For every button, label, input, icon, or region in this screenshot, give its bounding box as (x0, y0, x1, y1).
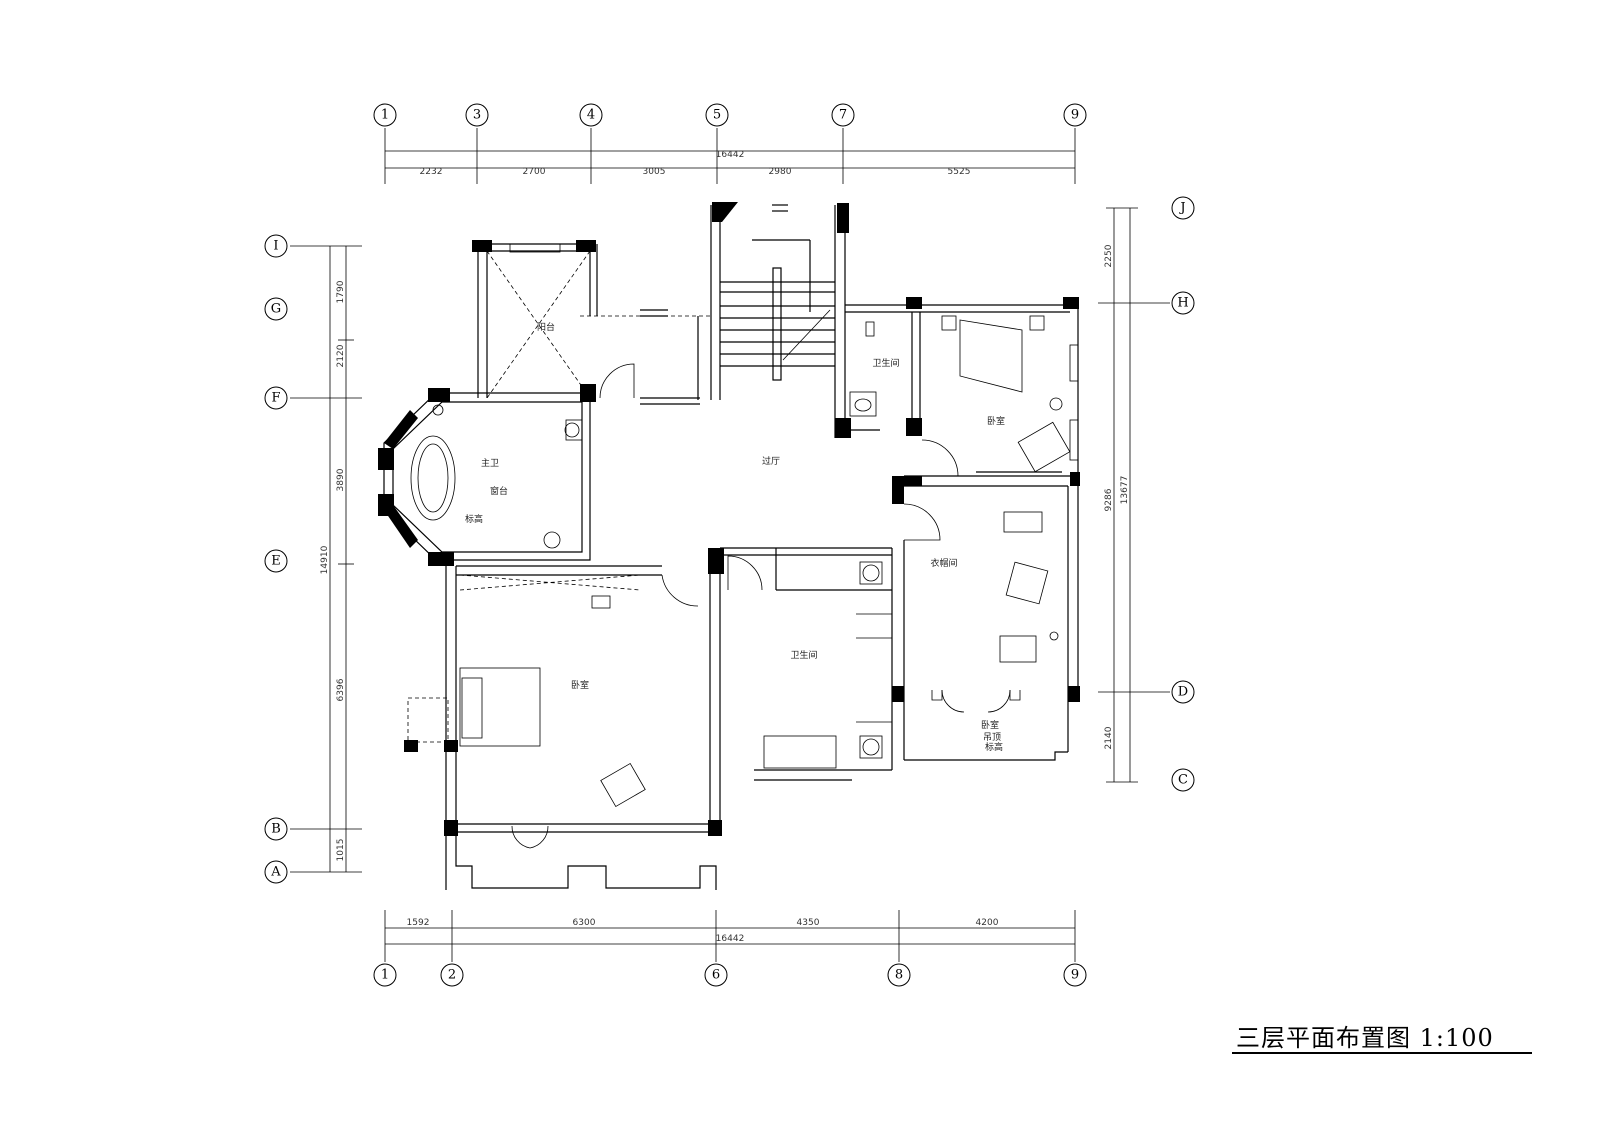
top-dim-1: 2232 (420, 167, 443, 177)
axis-bubble-top-5: 5 (705, 103, 729, 127)
left-total-dimension: 14910 (320, 545, 330, 574)
room-label-bathroom-small: 卫生间 (872, 357, 899, 369)
svg-text:2: 2 (448, 968, 456, 983)
svg-text:I: I (273, 239, 278, 254)
doors (511, 363, 1021, 849)
room-label-bedroom-sw: 卧室 (571, 679, 589, 691)
axis-bubble-right-H: H (1171, 291, 1195, 315)
bottom-total-dimension: 16442 (716, 934, 745, 944)
svg-text:D: D (1178, 685, 1188, 700)
axis-bubble-bottom-9: 9 (1063, 963, 1087, 987)
axis-bubbles-top: 1 3 4 5 7 9 (373, 103, 1087, 127)
axis-bubble-right-C: C (1171, 768, 1195, 792)
axis-bubble-top-7: 7 (831, 103, 855, 127)
right-dim-2: 9286 (1104, 488, 1114, 511)
bottom-dim-4: 4200 (976, 918, 999, 928)
axis-bubble-bottom-1: 1 (373, 963, 397, 987)
right-total-dimension: 13677 (1120, 476, 1130, 505)
svg-text:C: C (1178, 773, 1188, 788)
left-dim-2: 2120 (336, 344, 346, 367)
top-dimension-chain: 16442 2232 2700 3005 2980 5525 (384, 128, 1076, 184)
room-label-hall: 过厅 (762, 455, 780, 467)
top-dim-2: 2700 (523, 167, 546, 177)
axis-bubble-right-J: J (1171, 196, 1195, 220)
svg-text:1: 1 (381, 968, 389, 983)
svg-text:G: G (271, 302, 281, 317)
left-dimension-chain: 14910 1790 2120 3890 6396 1015 (290, 245, 362, 873)
axis-bubble-bottom-2: 2 (440, 963, 464, 987)
axis-bubble-top-4: 4 (579, 103, 603, 127)
structural-columns (378, 202, 1080, 836)
left-dim-3: 3890 (336, 468, 346, 491)
walls (383, 204, 1079, 890)
room-label-master-bath: 主卫 (481, 457, 499, 469)
bottom-dim-1: 1592 (407, 918, 430, 928)
svg-text:9: 9 (1071, 108, 1079, 123)
svg-text:6: 6 (712, 968, 720, 983)
axis-bubble-left-G: G (264, 297, 288, 321)
room-label-closet: 衣帽间 (930, 557, 957, 569)
right-dim-3: 2140 (1104, 726, 1114, 749)
room-label-balcony: 阳台 (537, 321, 555, 333)
axis-bubbles-right: J H D C (1171, 196, 1195, 792)
axis-bubble-bottom-6: 6 (704, 963, 728, 987)
room-label-bedroom-ne: 卧室 (987, 415, 1005, 427)
left-dim-4: 6396 (336, 678, 346, 701)
right-dim-1: 2250 (1104, 244, 1114, 267)
svg-text:A: A (270, 865, 281, 880)
room-note-c: 吊顶 (983, 732, 1001, 743)
top-dim-5: 5525 (948, 167, 971, 177)
svg-text:5: 5 (713, 108, 721, 123)
room-labels: 阳台 主卫 窗台 标高 过厅 卫生间 卧室 卧室 卫生间 衣帽间 卧室 吊顶 标… (465, 321, 1005, 753)
svg-text:8: 8 (895, 968, 903, 983)
top-total-dimension: 16442 (716, 150, 745, 160)
svg-text:9: 9 (1071, 968, 1079, 983)
svg-text:7: 7 (839, 108, 847, 123)
room-note-a: 窗台 (490, 485, 508, 497)
axis-bubble-top-9: 9 (1063, 103, 1087, 127)
bottom-dim-2: 6300 (573, 918, 596, 928)
room-label-bathroom-mid: 卫生间 (790, 649, 817, 661)
axis-bubble-left-A: A (264, 860, 288, 884)
room-note-b: 标高 (465, 513, 483, 525)
axis-bubble-left-E: E (264, 549, 288, 573)
svg-text:B: B (271, 822, 281, 837)
left-dim-1: 1790 (336, 280, 346, 303)
axis-bubble-top-1: 1 (373, 103, 397, 127)
right-dimension-chain: 2250 9286 2140 13677 (1098, 207, 1170, 783)
title-underline (1232, 1052, 1532, 1054)
axis-bubbles-bottom: 1 2 6 8 9 (373, 963, 1087, 987)
svg-text:F: F (271, 391, 280, 406)
svg-text:J: J (1178, 201, 1185, 216)
axis-bubble-bottom-8: 8 (887, 963, 911, 987)
svg-text:E: E (271, 554, 281, 569)
axis-bubble-left-I: I (264, 234, 288, 258)
top-dim-3: 3005 (643, 167, 666, 177)
svg-text:1: 1 (381, 108, 389, 123)
svg-text:3: 3 (473, 108, 481, 123)
axis-bubble-left-F: F (264, 386, 288, 410)
room-note-b2: 标高 (985, 741, 1003, 753)
axis-bubble-left-B: B (264, 817, 288, 841)
fixtures (407, 243, 1071, 808)
drawing-title: 三层平面布置图 1:100 (1236, 1024, 1494, 1052)
room-label-bedroom-e: 卧室 (981, 719, 999, 731)
left-dim-5: 1015 (336, 839, 346, 862)
top-dim-4: 2980 (769, 167, 792, 177)
axis-bubble-right-D: D (1171, 680, 1195, 704)
bottom-dimension-chain: 1592 6300 4350 4200 16442 (384, 910, 1076, 962)
bottom-dim-3: 4350 (797, 918, 820, 928)
axis-bubbles-left: I G F E B A (264, 234, 288, 884)
axis-bubble-top-3: 3 (465, 103, 489, 127)
svg-text:4: 4 (587, 108, 595, 123)
svg-text:H: H (1177, 296, 1188, 311)
